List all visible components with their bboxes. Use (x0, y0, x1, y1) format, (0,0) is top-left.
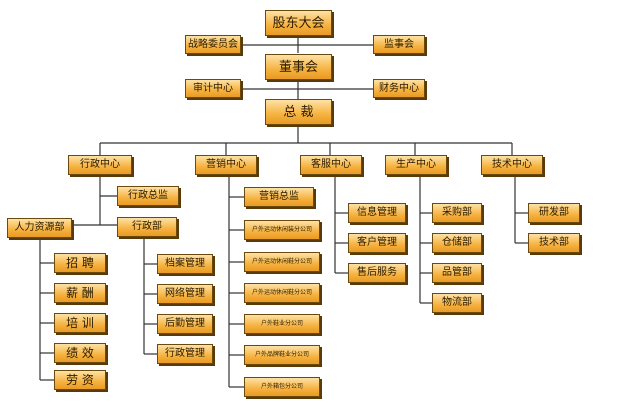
node-branch-5: 户外品牌鞋业分公司 (244, 345, 320, 365)
node-strategy-committee: 战略委员会 (185, 35, 241, 54)
node-quality-dept: 品管部 (432, 263, 482, 283)
node-hr-training: 培 训 (54, 313, 106, 333)
node-hr-performance: 绩 效 (54, 343, 106, 363)
node-archives-mgmt: 档案管理 (157, 254, 213, 274)
node-branch-3: 户外运动休闲鞋分公司 (244, 283, 320, 303)
node-ceo: 总 裁 (265, 99, 332, 125)
node-tech-dept: 技术部 (528, 233, 580, 253)
node-finance-center: 财务中心 (373, 79, 425, 98)
node-marketing-director: 营销总监 (244, 187, 314, 207)
node-shareholders: 股东大会 (265, 10, 332, 36)
node-service-center: 客服中心 (300, 155, 362, 175)
node-after-sales: 售后服务 (348, 263, 406, 283)
node-customer-mgmt: 客户管理 (348, 233, 406, 253)
node-hr-recruit: 招 聘 (54, 253, 106, 273)
node-network-mgmt: 网络管理 (157, 284, 213, 304)
node-board: 董事会 (265, 54, 332, 80)
node-warehouse-dept: 仓储部 (432, 233, 482, 253)
node-info-mgmt: 信息管理 (348, 203, 406, 223)
node-audit-center: 审计中心 (185, 79, 241, 98)
node-admin-dept: 行政部 (117, 217, 177, 237)
node-logistics-dept: 物流部 (432, 293, 482, 313)
node-branch-4: 户外鞋业分公司 (244, 314, 320, 334)
node-logistics-mgmt: 后勤管理 (157, 314, 213, 334)
node-branch-6: 户外箱包分公司 (244, 377, 320, 397)
node-hr-labor: 劳 资 (54, 370, 106, 390)
node-supervisory-board: 监事会 (373, 35, 425, 54)
node-hr-dept: 人力资源部 (7, 218, 72, 238)
node-admin-center: 行政中心 (68, 155, 132, 175)
node-hr-salary: 薪 酬 (54, 283, 106, 303)
node-admin-director: 行政总监 (117, 186, 179, 206)
node-admin-mgmt: 行政管理 (157, 344, 213, 364)
node-purchasing-dept: 采购部 (432, 203, 482, 223)
node-tech-center: 技术中心 (481, 155, 543, 175)
node-rnd-dept: 研发部 (528, 203, 580, 223)
node-branch-1: 户外运动休闲装分公司 (244, 220, 320, 240)
node-branch-2: 户外运动休闲鞋分公司 (244, 252, 320, 272)
node-production-center: 生产中心 (385, 155, 447, 175)
node-marketing-center: 营销中心 (195, 155, 257, 175)
